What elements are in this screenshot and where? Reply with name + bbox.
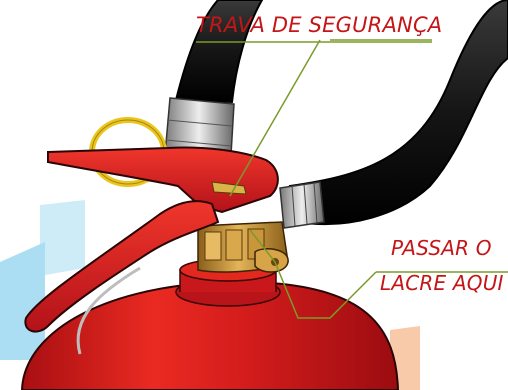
safety-lock-label: TRAVA DE SEGURANÇA	[196, 13, 443, 37]
lower-lever	[24, 200, 220, 355]
upper-handle	[47, 146, 279, 214]
brass-valve	[197, 221, 289, 273]
seal-label-line2: LACRE AQUI	[380, 271, 504, 295]
callout-lines	[229, 39, 508, 319]
seal-label-line1: PASSAR O	[391, 236, 492, 260]
right-hose	[279, 0, 508, 229]
